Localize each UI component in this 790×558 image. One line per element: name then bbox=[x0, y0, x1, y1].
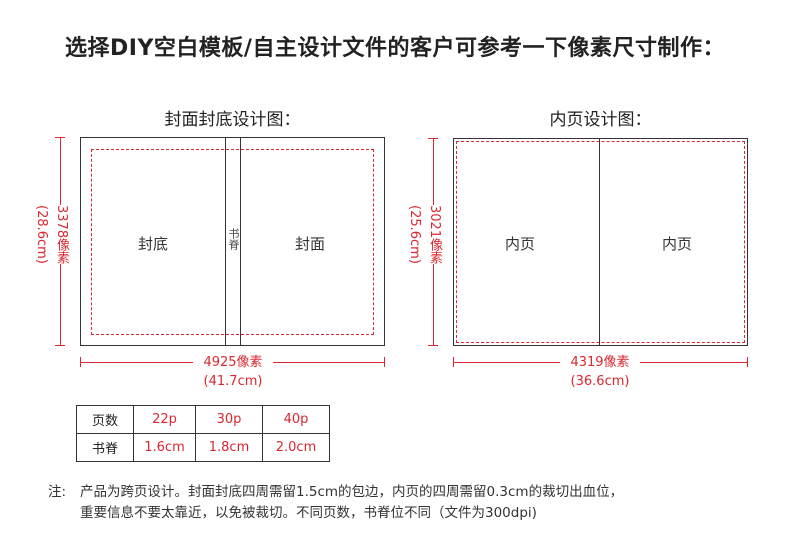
table-cell: 1.6cm bbox=[133, 433, 196, 462]
spine-label: 书脊 bbox=[227, 228, 240, 250]
table-header-spine: 书脊 bbox=[76, 433, 134, 462]
spine-left-line bbox=[225, 137, 226, 346]
table-cell: 2.0cm bbox=[262, 433, 330, 462]
inner-width-px: 4319像素 bbox=[560, 354, 640, 371]
cover-outline bbox=[80, 137, 385, 346]
inner-center-line bbox=[599, 138, 600, 346]
table-cell: 22p bbox=[133, 405, 196, 434]
inner-height-px: 3021像素 bbox=[426, 205, 442, 265]
cover-width-px: 4925像素 bbox=[193, 354, 273, 371]
note-line-1: 产品为跨页设计。封面封底四周需留1.5cm的包边，内页的四周需留0.3cm的裁切… bbox=[80, 484, 624, 500]
cover-height-px: 3378像素 bbox=[53, 205, 69, 265]
cover-wrap-margin bbox=[91, 149, 374, 335]
inner-left-label: 内页 bbox=[504, 235, 535, 253]
table-header-pages: 页数 bbox=[76, 405, 134, 434]
inner-right-label: 内页 bbox=[661, 235, 692, 253]
inner-height-cm: (25.6cm) bbox=[406, 205, 422, 264]
table-cell: 40p bbox=[262, 405, 330, 434]
inner-width-cm: (36.6cm) bbox=[570, 374, 630, 389]
front-cover-label: 封面 bbox=[294, 235, 325, 253]
note-line-2: 重要信息不要太靠近，以免被裁切。不同页数，书脊位不同（文件为300dpi) bbox=[80, 505, 537, 521]
page-title: 选择DIY空白模板/自主设计文件的客户可参考一下像素尺寸制作： bbox=[65, 36, 725, 61]
table-row: 页数 22p 30p 40p bbox=[76, 405, 330, 434]
cover-width-cm: (41.7cm) bbox=[203, 374, 263, 389]
back-cover-label: 封底 bbox=[137, 235, 168, 253]
cover-height-cm: (28.6cm) bbox=[33, 205, 49, 264]
inner-outline bbox=[453, 138, 748, 346]
cover-heading: 封面封底设计图： bbox=[164, 110, 301, 130]
table-cell: 1.8cm bbox=[195, 433, 263, 462]
table-cell: 30p bbox=[195, 405, 263, 434]
inner-heading: 内页设计图： bbox=[549, 110, 652, 130]
inner-bleed-margin bbox=[456, 141, 745, 343]
spine-right-line bbox=[240, 137, 241, 346]
spine-spec-table: 页数 22p 30p 40p 书脊 1.6cm 1.8cm 2.0cm bbox=[76, 405, 330, 462]
note-prefix: 注: bbox=[48, 484, 67, 500]
table-row: 书脊 1.6cm 1.8cm 2.0cm bbox=[76, 433, 330, 462]
